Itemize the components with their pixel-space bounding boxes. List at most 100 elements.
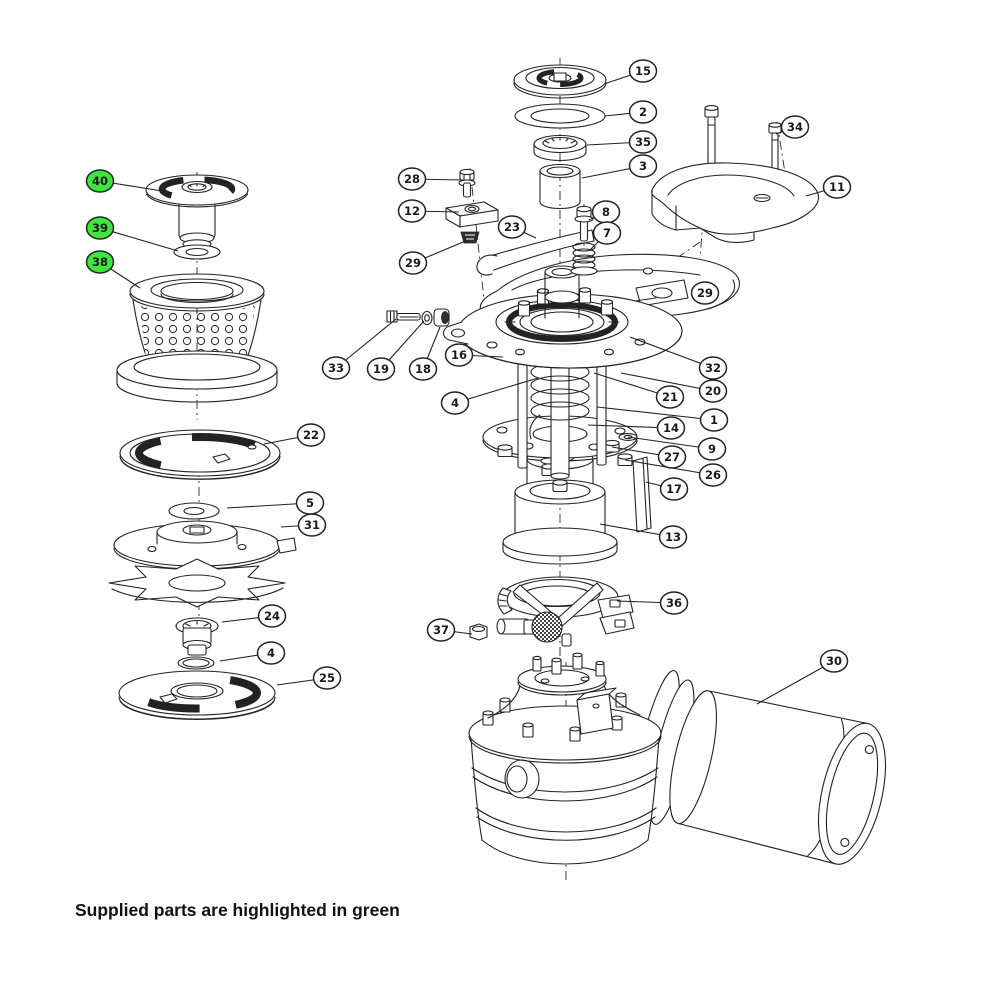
svg-text:4: 4 xyxy=(267,646,275,660)
callout-25: 25 xyxy=(276,666,342,690)
drive-key xyxy=(632,456,652,533)
svg-text:5: 5 xyxy=(306,496,314,510)
clevis-parts xyxy=(386,308,450,327)
callout-9: 9 xyxy=(627,436,727,461)
gearbox-flange-posts xyxy=(482,692,627,742)
callout-35: 35 xyxy=(586,130,658,154)
callout-38: 38 xyxy=(85,250,141,289)
svg-text:15: 15 xyxy=(635,64,651,78)
svg-text:8: 8 xyxy=(602,205,610,219)
callout-31: 31 xyxy=(280,513,327,537)
svg-text:14: 14 xyxy=(663,421,679,435)
svg-text:28: 28 xyxy=(404,172,420,186)
callout-11: 11 xyxy=(805,175,852,199)
brake-spider xyxy=(108,558,286,608)
callout-28: 28 xyxy=(397,167,463,191)
svg-text:9: 9 xyxy=(708,442,716,456)
gearbox xyxy=(468,652,662,865)
callout-19: 19 xyxy=(366,320,425,381)
callout-14: 14 xyxy=(587,416,686,440)
svg-text:22: 22 xyxy=(303,428,319,442)
svg-text:40: 40 xyxy=(92,174,108,188)
svg-text:11: 11 xyxy=(829,180,845,194)
top-cap-stack xyxy=(513,64,607,210)
callout-34: 34 xyxy=(775,115,810,139)
callout-40: 40 xyxy=(85,169,163,193)
hex-nut-37 xyxy=(469,623,488,641)
deck-cover xyxy=(651,162,819,243)
callout-27: 27 xyxy=(611,445,687,469)
callout-20: 20 xyxy=(620,372,728,403)
clutch-clamp xyxy=(496,576,635,647)
callout-29: 29 xyxy=(690,281,720,305)
svg-text:29: 29 xyxy=(405,256,421,270)
svg-text:29: 29 xyxy=(697,286,713,300)
svg-text:27: 27 xyxy=(664,450,680,464)
callout-18: 18 xyxy=(408,326,441,381)
callout-12: 12 xyxy=(397,199,460,223)
svg-text:26: 26 xyxy=(705,468,721,482)
svg-text:2: 2 xyxy=(639,105,647,119)
svg-text:31: 31 xyxy=(304,518,320,532)
svg-text:36: 36 xyxy=(666,596,682,610)
svg-text:19: 19 xyxy=(373,362,389,376)
callout-22: 22 xyxy=(263,423,326,447)
svg-text:16: 16 xyxy=(451,348,467,362)
svg-text:7: 7 xyxy=(603,226,611,240)
svg-text:33: 33 xyxy=(328,361,344,375)
svg-text:34: 34 xyxy=(787,120,803,134)
drum-assembly-highlighted xyxy=(116,174,278,403)
svg-text:20: 20 xyxy=(705,384,721,398)
svg-text:3: 3 xyxy=(639,159,647,173)
callout-4: 4 xyxy=(440,377,539,415)
svg-text:1: 1 xyxy=(710,413,718,427)
callout-37: 37 xyxy=(426,618,473,642)
fastener-set-left xyxy=(445,168,499,244)
drum-clutch-stack xyxy=(108,429,297,721)
callout-29: 29 xyxy=(398,239,469,275)
callout-2: 2 xyxy=(604,100,658,124)
callout-3: 3 xyxy=(581,154,658,179)
svg-text:23: 23 xyxy=(504,220,520,234)
knurled-knob xyxy=(531,611,563,643)
callout-8: 8 xyxy=(588,200,621,224)
svg-text:17: 17 xyxy=(666,482,682,496)
diagram-note: Supplied parts are highlighted in green xyxy=(75,900,400,920)
svg-text:37: 37 xyxy=(433,623,449,637)
callout-17: 17 xyxy=(645,477,689,501)
callout-33: 33 xyxy=(321,318,397,380)
callout-7: 7 xyxy=(589,221,622,251)
svg-text:21: 21 xyxy=(662,390,678,404)
svg-text:35: 35 xyxy=(635,135,651,149)
callout-13: 13 xyxy=(599,523,688,549)
svg-text:30: 30 xyxy=(826,654,842,668)
callout-15: 15 xyxy=(603,59,658,85)
motor xyxy=(669,690,886,865)
callout-5: 5 xyxy=(226,491,325,515)
svg-text:25: 25 xyxy=(319,671,335,685)
svg-text:24: 24 xyxy=(264,609,280,623)
callout-26: 26 xyxy=(624,459,728,487)
callout-39: 39 xyxy=(85,216,179,252)
svg-text:12: 12 xyxy=(404,204,420,218)
callout-21: 21 xyxy=(593,372,685,409)
perforated-band xyxy=(139,305,255,365)
plate-studs xyxy=(517,287,614,317)
drum xyxy=(116,273,278,403)
callout-1: 1 xyxy=(596,406,729,432)
callout-24: 24 xyxy=(221,604,287,628)
svg-text:32: 32 xyxy=(705,361,721,375)
svg-text:4: 4 xyxy=(451,396,459,410)
callout-16: 16 xyxy=(444,343,504,367)
callout-23: 23 xyxy=(497,215,537,239)
svg-text:39: 39 xyxy=(92,221,108,235)
stripper-arm xyxy=(476,205,598,276)
callout-32: 32 xyxy=(629,336,728,380)
svg-text:38: 38 xyxy=(92,255,108,269)
callout-36: 36 xyxy=(616,591,689,615)
callout-4: 4 xyxy=(219,641,286,665)
deck-plate-assembly xyxy=(442,265,683,369)
